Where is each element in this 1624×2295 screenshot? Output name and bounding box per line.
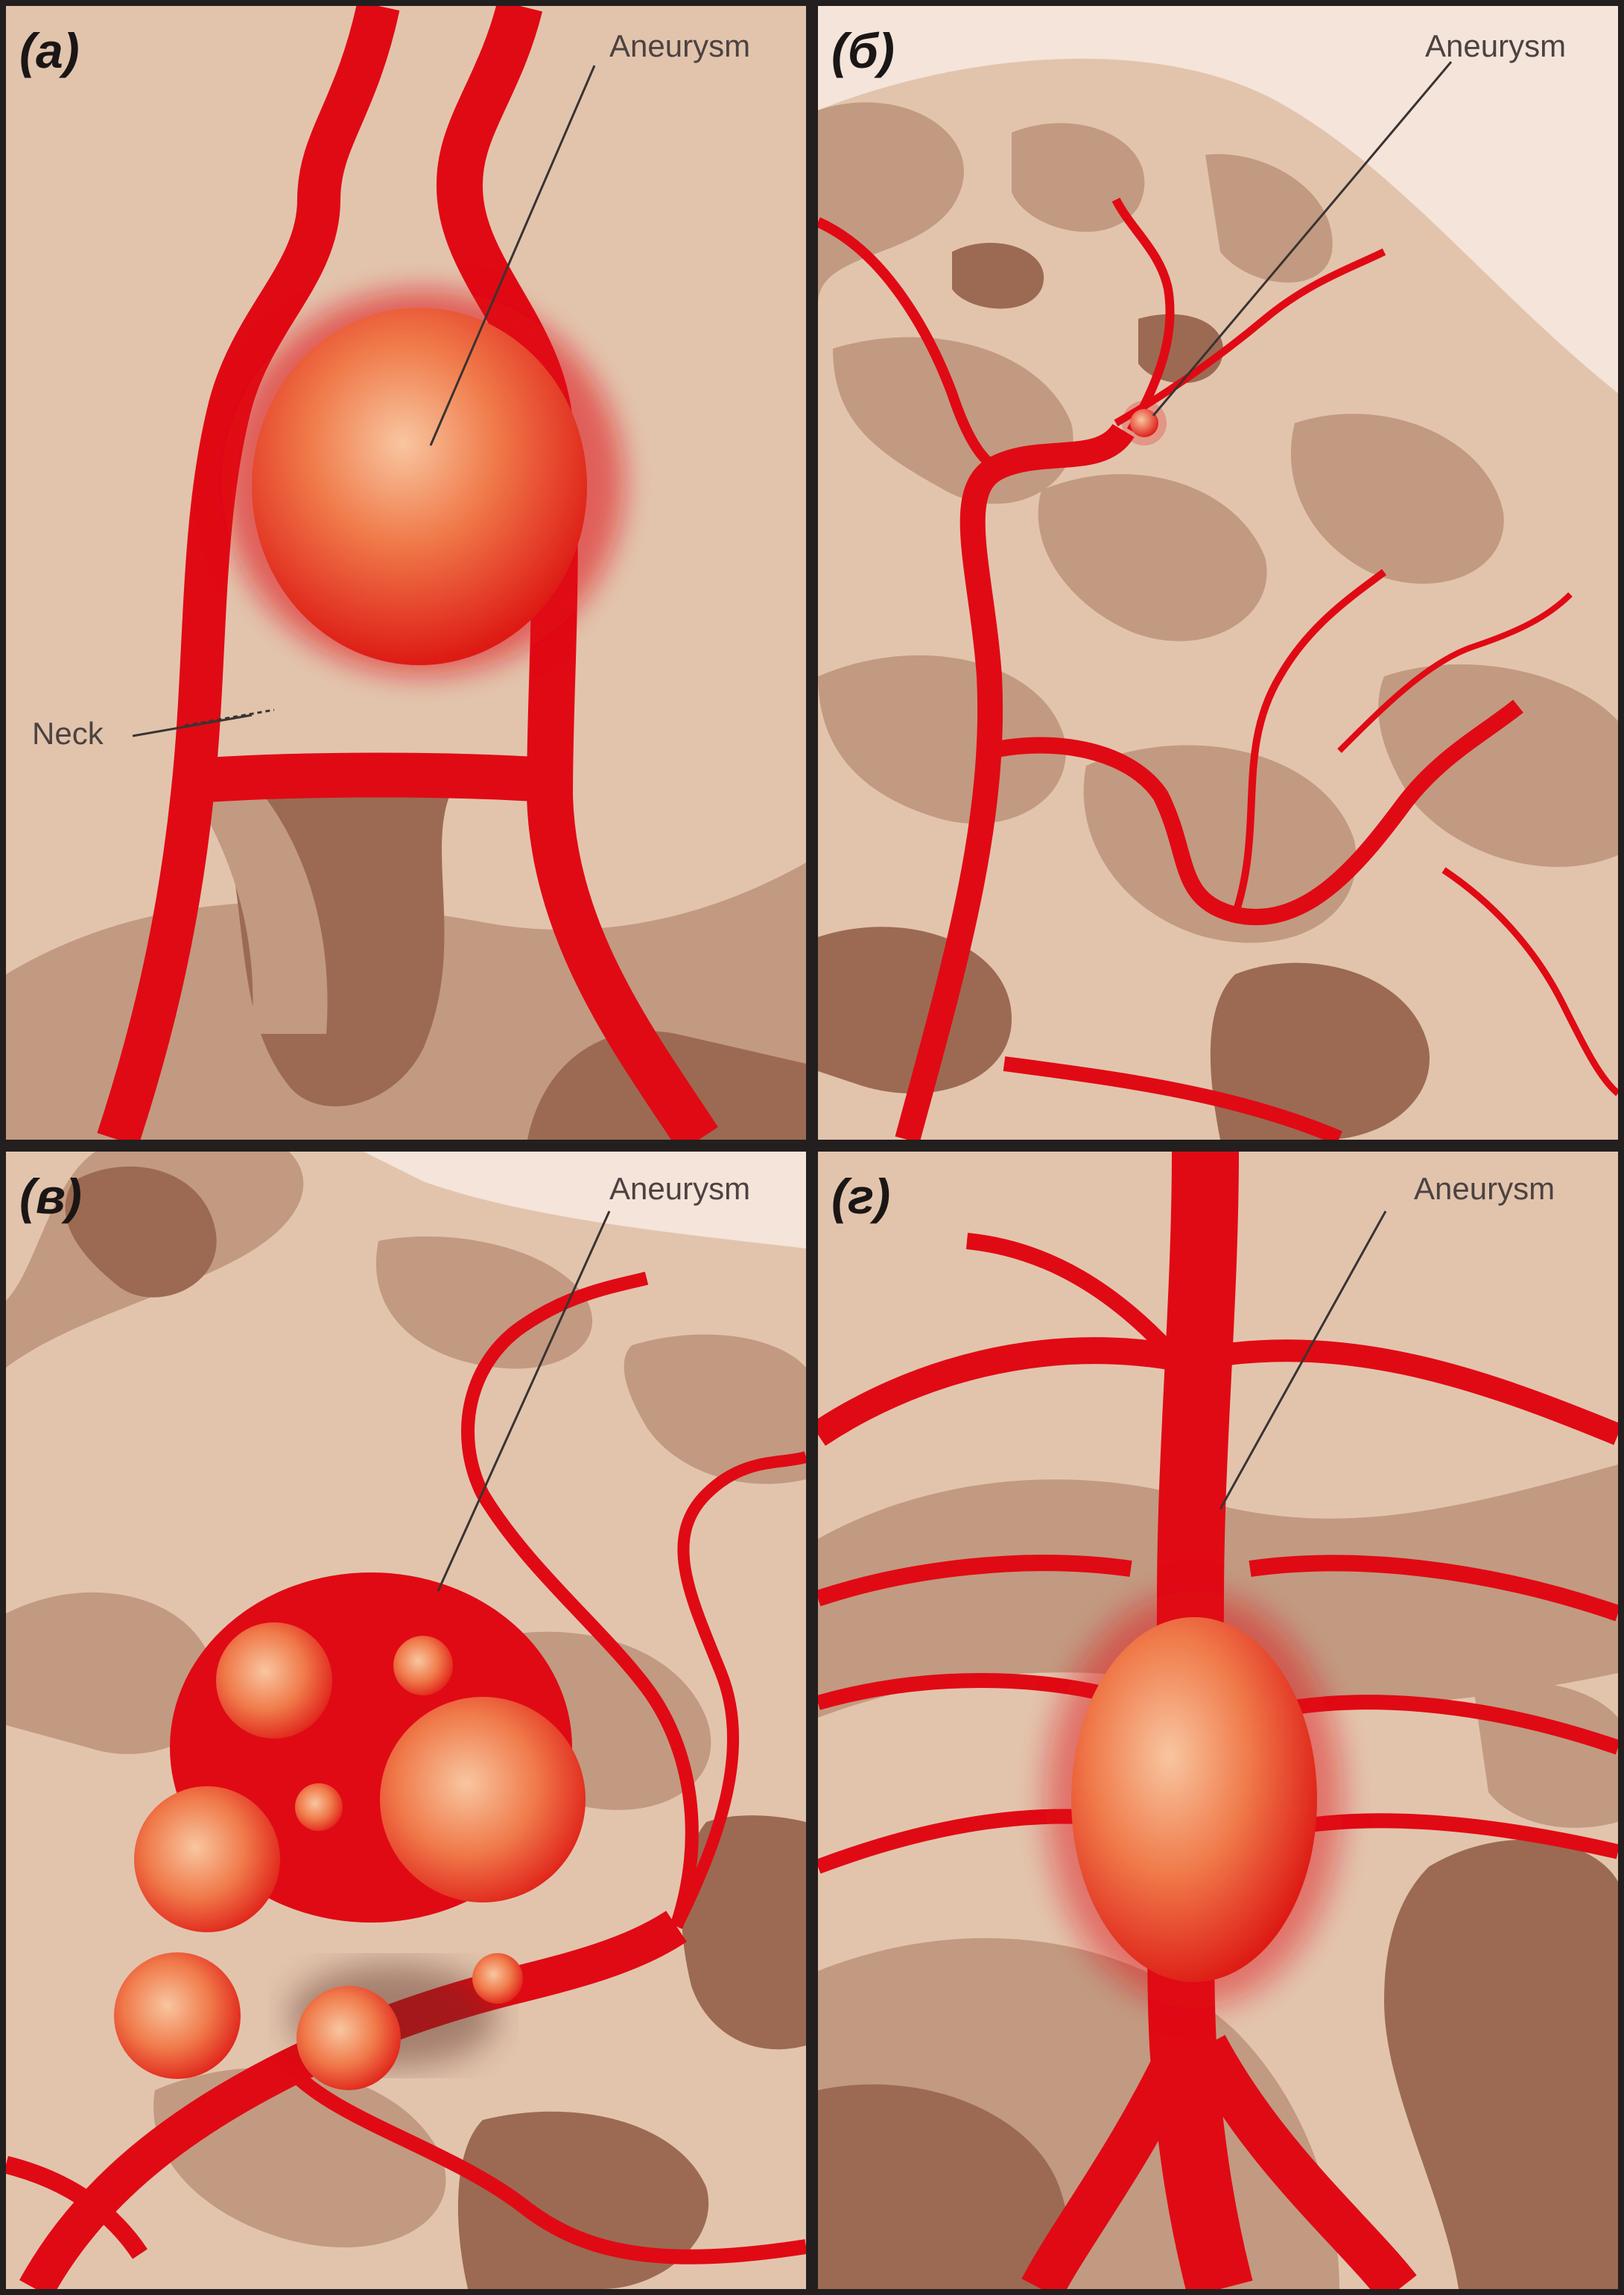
gyrus — [1290, 413, 1504, 584]
brain-edge — [364, 1152, 806, 1248]
branch-artery — [818, 1337, 1193, 1446]
branch-artery — [818, 1555, 1132, 1607]
aneurysm-lobe — [472, 1953, 523, 2004]
aneurysm-callout-line — [429, 65, 596, 446]
aneurysm-lobe — [295, 1783, 343, 1831]
gyrus — [6, 1592, 217, 1754]
sulcus-shadow — [681, 1815, 806, 2050]
aneurysm-sac — [1071, 1617, 1317, 1982]
branch-artery — [283, 2063, 806, 2264]
aneurysm-callout-label: Aneurysm — [609, 28, 751, 63]
aneurysm-lobe — [114, 1952, 241, 2079]
branch-artery — [461, 1272, 699, 1929]
branch-artery — [1337, 592, 1573, 753]
gyrus — [818, 655, 1066, 824]
panel-label-c: (в) — [19, 1169, 82, 1224]
aneurysm-sac — [1130, 409, 1158, 437]
aneurysm-lobe — [296, 1986, 401, 2090]
gyrus — [624, 1334, 806, 1485]
aneurysm-callout-line — [437, 1210, 611, 1592]
neck-callout-label: Neck — [32, 716, 104, 751]
branch-artery — [1441, 867, 1618, 1096]
neck-callout-dash — [184, 708, 275, 727]
gyrus — [1038, 474, 1267, 641]
aneurysm-lobe — [393, 1636, 453, 1695]
panel-label-b: (б) — [831, 23, 895, 78]
branch-artery — [1111, 197, 1175, 433]
panel-label-a: (а) — [19, 23, 80, 78]
branch-artery — [1114, 248, 1386, 427]
sulcus-shadow — [1210, 962, 1430, 1140]
panel-d: (г) Aneurysm — [818, 1152, 1618, 2289]
aneurysm-callout-label: Aneurysm — [609, 1171, 751, 1206]
branch-artery — [818, 217, 1000, 473]
panel-c: (в) Aneurysm — [6, 1152, 806, 2289]
panel-b-illustration — [818, 6, 1618, 1140]
sulcus-shadow — [1384, 1839, 1618, 2289]
panel-a-illustration — [6, 6, 806, 1140]
aneurysm-lobe — [216, 1622, 332, 1739]
gyrus — [1012, 123, 1145, 232]
aneurysm-lobe — [134, 1786, 280, 1932]
aneurysm-sac — [252, 308, 587, 665]
branch-artery — [1231, 568, 1386, 916]
branch-artery — [1003, 1056, 1342, 1140]
branch-artery — [1249, 1555, 1618, 1622]
sulcus-shadow — [818, 2084, 1068, 2289]
gyrus — [1378, 664, 1618, 867]
left-artery — [97, 6, 400, 1140]
branch-artery — [6, 2156, 148, 2259]
branch-artery — [1188, 1339, 1618, 1445]
gyrus — [818, 102, 964, 304]
panel-d-illustration — [818, 1152, 1618, 2289]
aneurysm-callout-line — [1152, 61, 1453, 416]
panel-a: (а) Aneurysm Neck — [6, 6, 806, 1140]
tissue-fold — [185, 781, 328, 1034]
aneurysm-lobe — [380, 1697, 586, 1902]
branch-artery — [965, 1233, 1197, 1381]
sulcus-shadow — [65, 1166, 217, 1298]
sulcus-shadow — [952, 243, 1044, 309]
aneurysm-callout-line — [1219, 1210, 1387, 1510]
gyrus — [375, 1236, 593, 1369]
main-artery — [895, 423, 1135, 1140]
vertebral-artery — [1021, 2036, 1204, 2289]
aneurysm-callout-label: Aneurysm — [1414, 1171, 1555, 1206]
panel-b: (б) Aneurysm — [818, 6, 1618, 1140]
connecting-artery — [194, 752, 559, 803]
vertebral-artery — [1185, 2034, 1417, 2289]
panel-c-illustration — [6, 1152, 806, 2289]
neck-callout-line — [132, 714, 253, 737]
branch-artery — [670, 1451, 806, 1929]
panel-label-d: (г) — [831, 1169, 891, 1224]
sulcus-shadow — [457, 2111, 709, 2289]
aneurysm-callout-label: Aneurysm — [1425, 28, 1567, 63]
gyrus — [1205, 153, 1333, 283]
